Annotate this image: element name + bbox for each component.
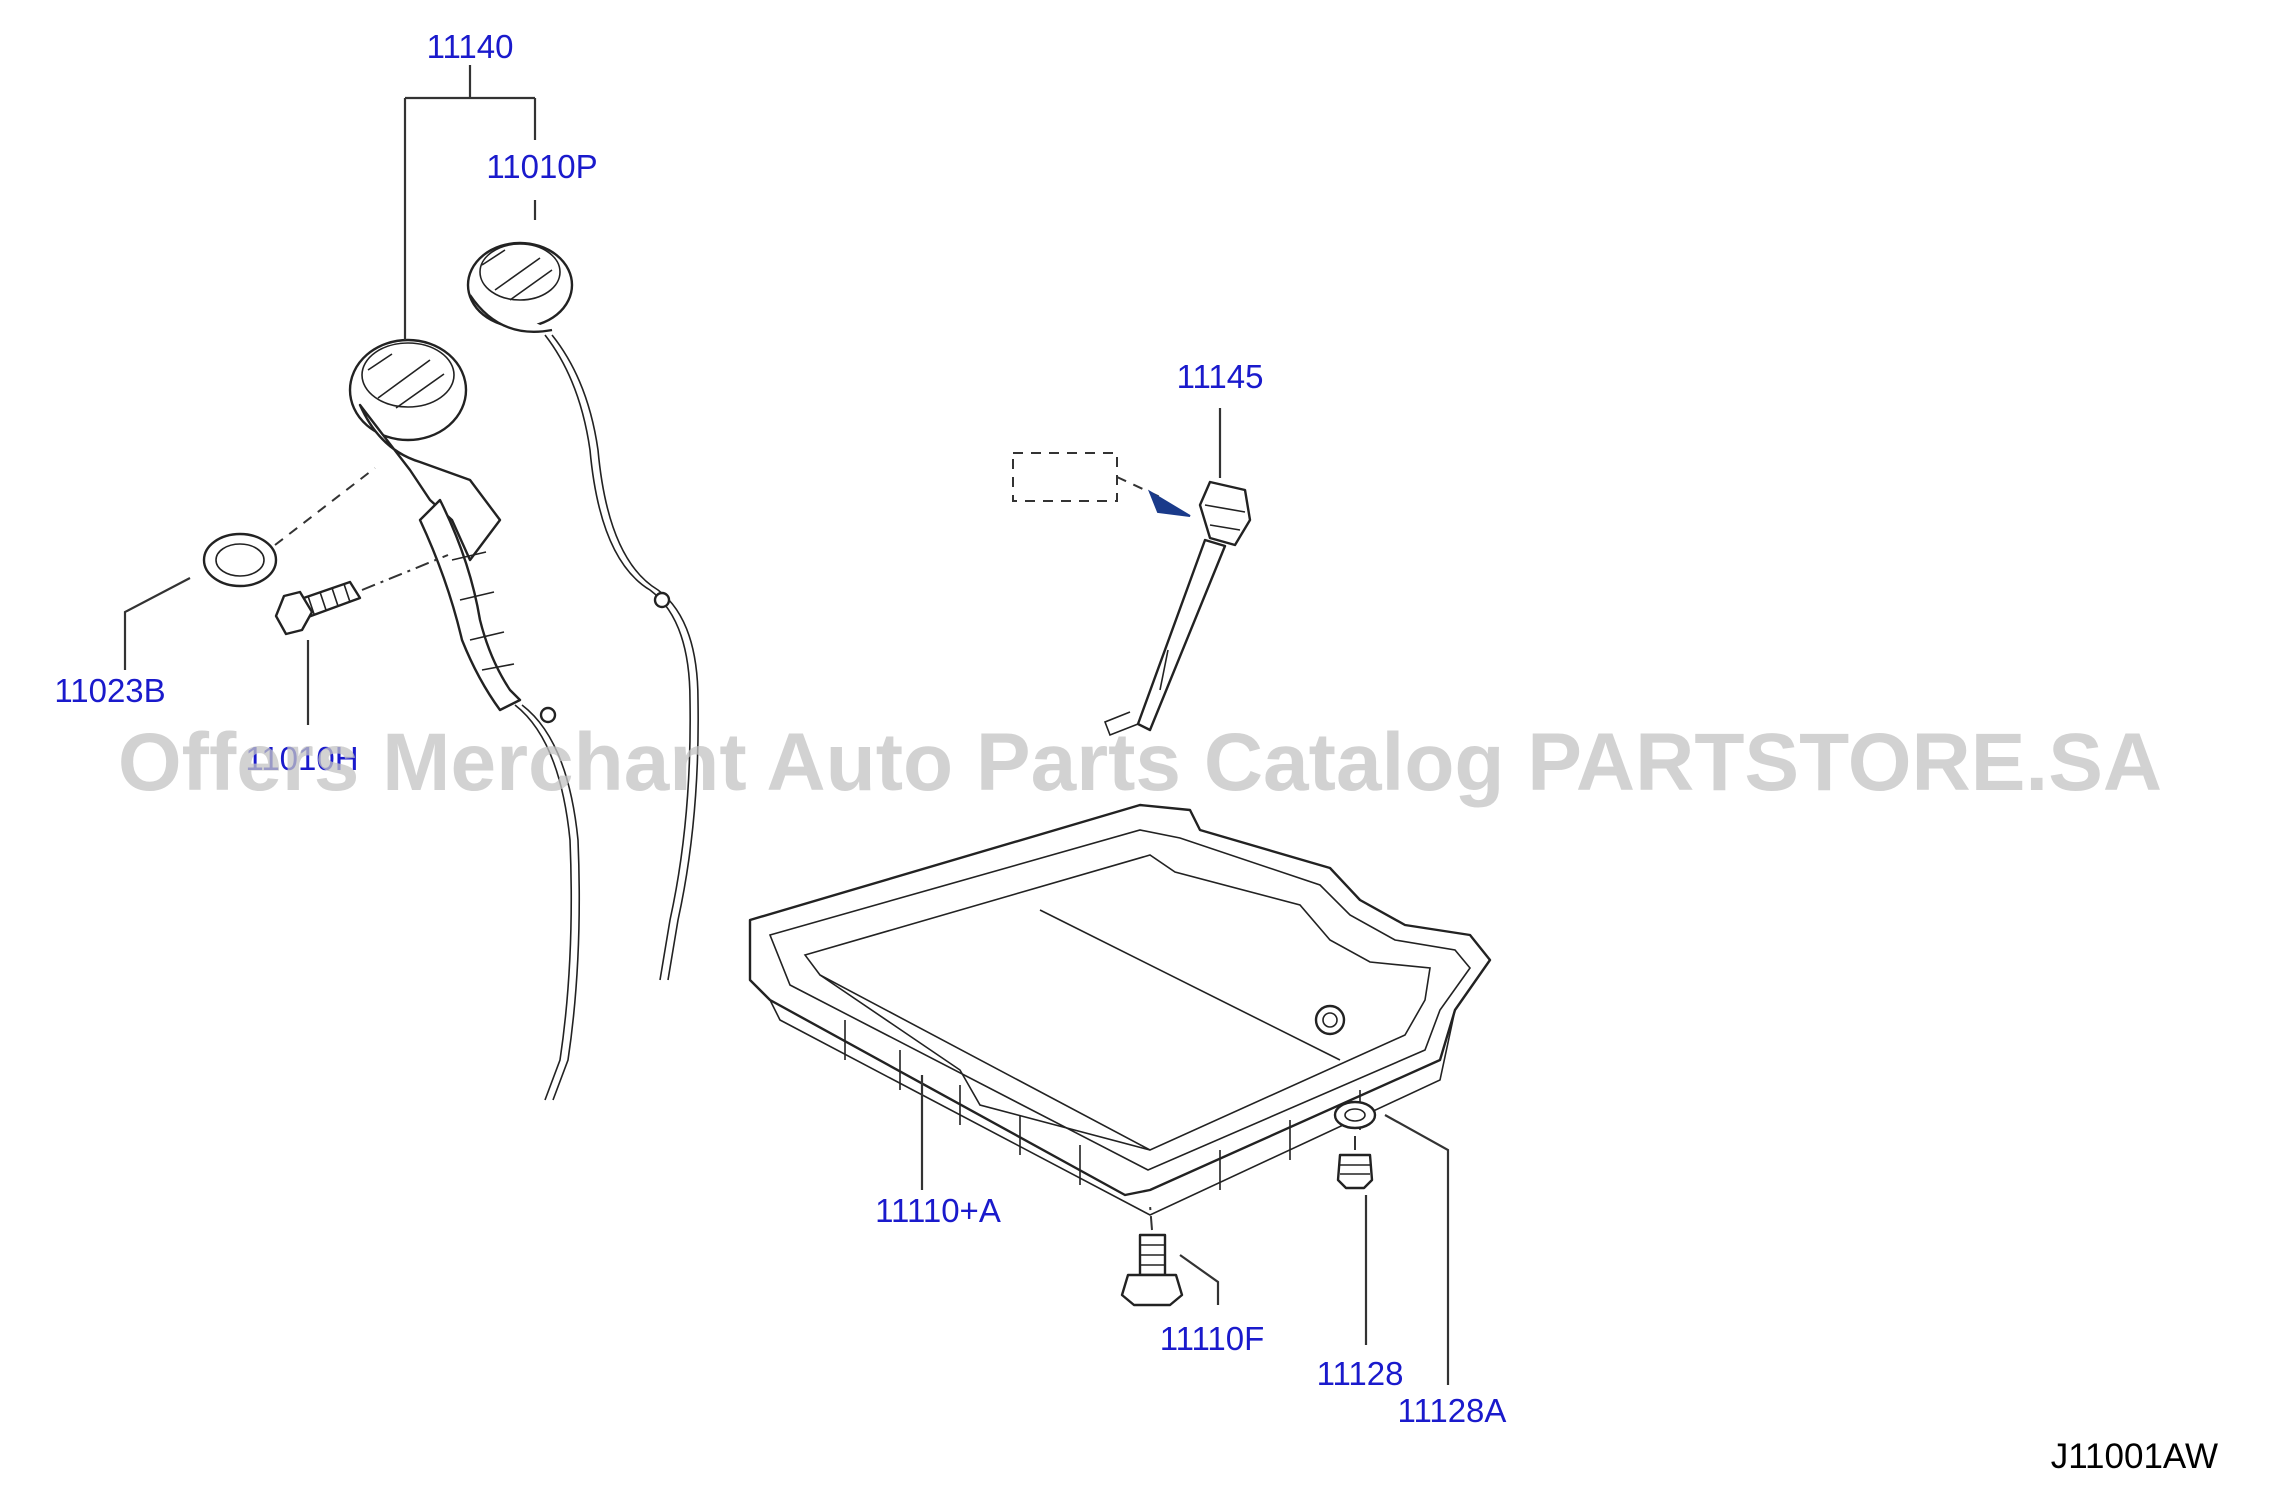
label-11145[interactable]: 11145 <box>1177 358 1264 395</box>
label-11023b[interactable]: 11023B <box>54 672 165 709</box>
drain-plug-part <box>1336 1153 1374 1190</box>
oil-filler-cap-upper <box>466 241 574 334</box>
gasket-ring-part <box>202 532 278 588</box>
oil-pan-part <box>748 803 1492 1216</box>
oil-level-gauge-part <box>1012 452 1252 737</box>
dipstick-cable-a <box>544 334 691 981</box>
oil-filler-cap-lower <box>348 338 522 712</box>
label-11140[interactable]: 11140 <box>427 28 514 65</box>
label-11010h[interactable]: 11010H <box>245 740 358 777</box>
dipstick-cable-b <box>514 704 573 1101</box>
label-11128[interactable]: 11128 <box>1317 1355 1404 1392</box>
drain-washer-part <box>1333 1100 1377 1130</box>
direction-arrow-icon <box>1147 489 1191 517</box>
leader-lines <box>123 65 1450 1385</box>
label-11128a[interactable]: 11128A <box>1398 1392 1507 1429</box>
label-11010p[interactable]: 11010P <box>486 148 597 185</box>
oil-filler-tube-part <box>348 241 699 1101</box>
bolt-part-11010h <box>274 580 362 636</box>
bolt-part-11110f <box>1120 1233 1184 1307</box>
diagram-code: J11001AW <box>2051 1437 2218 1476</box>
label-11110f[interactable]: 11110F <box>1160 1320 1265 1357</box>
label-11110-a[interactable]: 11110+A <box>875 1192 1001 1229</box>
watermark-text: Offers Merchant Auto Parts Catalog PARTS… <box>118 717 2162 808</box>
